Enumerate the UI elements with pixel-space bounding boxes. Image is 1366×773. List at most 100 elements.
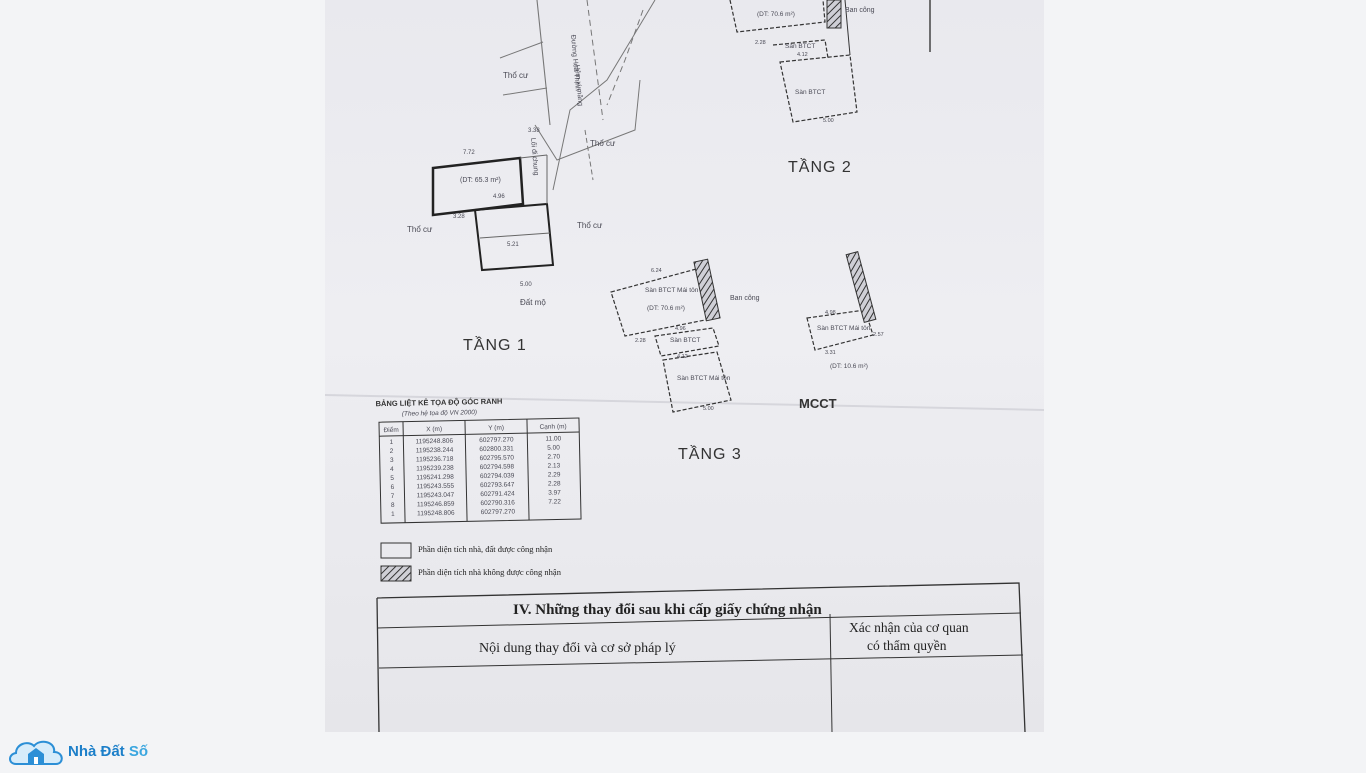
floor3-dim: 2.28 <box>635 338 646 344</box>
floor2-dim: 4.12 <box>797 52 808 58</box>
coord-table-cell: 1195239.238 <box>416 465 454 473</box>
coord-table-cell: 1195236.718 <box>416 456 454 464</box>
coord-table-cell: 602800.331 <box>479 445 514 453</box>
coord-table-cell: 6 <box>390 484 394 491</box>
changes-col2-header-line2: có thẩm quyền <box>867 638 947 653</box>
floor3-dim: 5.00 <box>703 406 714 412</box>
coord-table-cell: 3.97 <box>548 489 561 496</box>
changes-section: IV. Những thay đổi sau khi cấp giấy chứn… <box>376 582 1026 732</box>
floor1-label-grave: Đất mộ <box>520 298 546 307</box>
coord-table-title: BẢNG LIỆT KÊ TỌA ĐỘ GÓC RANH <box>375 397 502 409</box>
floor2-slab-2: Sàn BTCT <box>795 89 825 96</box>
floor3-slab-roof: Sàn BTCT Mái tôn <box>645 287 699 294</box>
floor2-title: TẦNG 2 <box>788 157 852 176</box>
coord-table-cell: 7.22 <box>548 498 561 505</box>
floor1-plan: Thổ cư Thổ cư Thổ cư Thổ cư Đất mộ Đường… <box>407 0 656 354</box>
brand-name-part1: Nhà Đất <box>68 742 129 760</box>
changes-title: IV. Những thay đổi sau khi cấp giấy chứn… <box>513 602 822 618</box>
floor1-label-lot-3: Thổ cư <box>407 225 433 234</box>
coord-table-cell: 602794.039 <box>480 472 515 480</box>
coord-table-cell: 1195248.806 <box>417 510 455 518</box>
coord-table-cell: 1195241.298 <box>416 474 454 482</box>
coord-table-cell: 2 <box>390 448 394 455</box>
coord-table: BẢNG LIỆT KÊ TỌA ĐỘ GÓC RANH (Theo hệ tọ… <box>375 397 582 524</box>
mcct-plan: Sàn BTCT Mái tôn (DT: 10.6 m²) 4.98 3.31… <box>799 251 884 411</box>
floor2-plan: (DT: 70.6 m²) Ban công Sàn BTCT Sàn BTCT… <box>729 0 931 176</box>
floor2-area: (DT: 70.6 m²) <box>757 11 795 18</box>
coord-table-cell: 1195243.555 <box>417 483 455 491</box>
floor1-label-lot-4: Thổ cư <box>577 221 603 230</box>
house-cloud-icon <box>6 734 66 768</box>
coord-table-header: Cạnh (m) <box>539 423 566 431</box>
coord-table-cell: 602791.424 <box>480 490 515 498</box>
mcct-dim: 4.98 <box>825 310 836 316</box>
coord-table-cell: 3 <box>390 457 394 464</box>
legend: Phần diện tích nhà, đất được công nhận P… <box>380 542 562 582</box>
coord-grid: Điểm X (m) Y (m) Cạnh (m) 1 1195248.806 602797… <box>378 417 582 524</box>
coord-table-cell: 1195243.047 <box>417 492 455 500</box>
changes-col2-header-line1: Xác nhận của cơ quan <box>849 620 969 635</box>
document-photo: Thổ cư Thổ cư Thổ cư Thổ cư Đất mộ Đường… <box>325 0 1044 732</box>
coord-table-cell: 602795.570 <box>480 454 515 462</box>
coord-table-cell: 602797.270 <box>479 436 514 444</box>
floor1-dim: 4.96 <box>493 194 505 200</box>
mcct-dim: 2.57 <box>873 332 884 338</box>
coord-table-cell: 2.70 <box>547 453 560 460</box>
floor1-dim: 7.72 <box>463 150 475 156</box>
legend-not-recognized: Phần diện tích nhà không được công nhận <box>418 567 562 577</box>
coord-table-cell: 5 <box>390 475 394 482</box>
coord-table-cell: 1 <box>391 511 395 518</box>
floor1-alley-label: Hẻm xi măng <box>573 65 584 107</box>
coord-table-cell: 1195238.244 <box>416 447 454 455</box>
floor1-common-path-label: Lối đi chung <box>529 137 541 175</box>
coord-table-cell: 8 <box>391 502 395 509</box>
coord-table-header: Điểm <box>383 426 398 434</box>
coord-table-cell: 602790.316 <box>480 499 515 507</box>
coord-table-cell: 4 <box>390 466 394 473</box>
coord-table-header: X (m) <box>426 426 442 433</box>
coord-table-subtitle: (Theo hệ tọa độ VN 2000) <box>402 409 477 418</box>
floor3-title: TẦNG 3 <box>678 444 742 463</box>
floor1-road-label: Đường Hoà Thịnh <box>569 35 581 92</box>
mcct-title: MCCT <box>799 396 837 411</box>
brand-logo[interactable]: Nhà Đất Số <box>6 734 166 768</box>
floor3-area: (DT: 70.6 m²) <box>647 305 685 312</box>
floor2-balcony: Ban công <box>845 7 875 14</box>
floor1-area: (DT: 65.3 m²) <box>460 177 501 184</box>
floor2-slab-1: Sàn BTCT <box>785 43 815 50</box>
mcct-area: (DT: 10.6 m²) <box>830 363 868 370</box>
coord-table-cell: 602797.270 <box>481 508 516 516</box>
brand-name: Nhà Đất Số <box>68 743 148 760</box>
mcct-slab: Sàn BTCT Mái tôn <box>817 325 871 332</box>
floor3-balcony: Ban công <box>730 295 760 302</box>
floor3-slab-roof-2: Sàn BTCT Mái tôn <box>677 375 731 382</box>
changes-col1-header: Nội dung thay đổi và cơ sở pháp lý <box>479 641 676 656</box>
floor1-dim: 3.28 <box>453 214 465 220</box>
floor1-label-lot-2: Thổ cư <box>590 139 616 148</box>
floor3-slab: Sàn BTCT <box>670 337 700 344</box>
coord-table-cell: 1195246.859 <box>417 501 455 509</box>
land-plan-drawing: Thổ cư Thổ cư Thổ cư Thổ cư Đất mộ Đường… <box>325 0 1044 732</box>
floor3-plan: Sàn BTCT Mái tôn (DT: 70.6 m²) Ban công … <box>610 258 760 463</box>
floor1-dim: 3.38 <box>528 128 540 134</box>
coord-table-cell: 7 <box>391 493 395 500</box>
mcct-dim: 3.31 <box>825 350 836 356</box>
floor1-dim: 5.00 <box>520 282 532 288</box>
floor1-label-lot-1: Thổ cư <box>503 71 529 80</box>
floor2-dim: 2.28 <box>755 40 766 46</box>
coord-table-frame <box>378 417 582 524</box>
floor3-dim: 6.24 <box>651 268 662 274</box>
legend-recognized: Phần diện tích nhà, đất được công nhận <box>418 544 553 554</box>
coord-table-cell: 5.00 <box>547 444 560 451</box>
floor2-dim: 5.00 <box>823 118 834 124</box>
coord-table-cell: 602794.598 <box>480 463 515 471</box>
coord-table-header: Y (m) <box>488 425 504 432</box>
floor1-title: TẦNG 1 <box>463 335 527 354</box>
floor3-dim: 4.96 <box>675 326 686 332</box>
brand-name-part2: Số <box>128 742 149 760</box>
coord-table-cell: 1 <box>390 439 394 446</box>
coord-table-cell: 2.28 <box>548 480 561 487</box>
coord-table-cell: 11.00 <box>545 435 561 442</box>
coord-table-cell: 602793.647 <box>480 481 515 489</box>
coord-table-cell: 2.13 <box>548 462 561 469</box>
